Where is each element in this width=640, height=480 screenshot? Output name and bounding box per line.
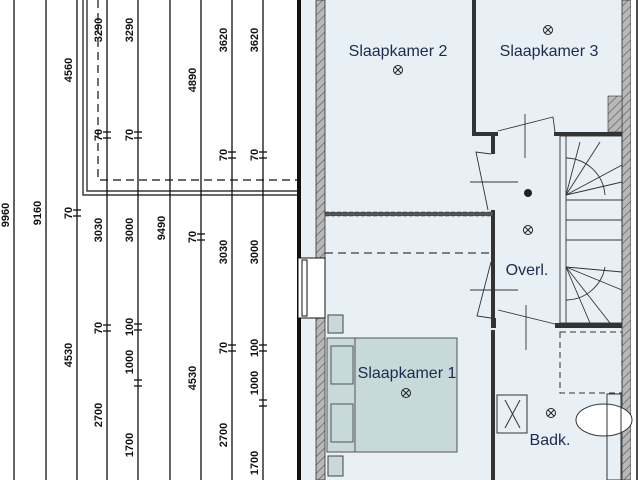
dimension-label: 70 (93, 129, 105, 141)
ceiling-light-icon (543, 25, 553, 35)
dimension-label: 4890 (187, 68, 199, 92)
bed (326, 337, 458, 453)
dimension-label: 2700 (93, 403, 105, 427)
dimension-label: 9960 (0, 203, 12, 227)
room-label-slaapkamer-3: Slaapkamer 3 (500, 43, 599, 60)
dimension-label: 70 (218, 149, 230, 161)
facade-wall (297, 0, 301, 480)
toilet (575, 403, 633, 437)
nightstand (327, 314, 344, 334)
staircase (559, 135, 623, 324)
dimension-label: 9160 (32, 201, 44, 225)
dimension-label: 70 (124, 129, 136, 141)
dimension-label: 1700 (124, 433, 136, 457)
nightstand (327, 455, 344, 477)
dimension-label: 2700 (218, 423, 230, 447)
radiator (606, 393, 622, 480)
left-wall (315, 0, 326, 480)
dimension-label: 3290 (124, 18, 136, 42)
dimension-label: 100 (249, 339, 261, 357)
dimension-label: 4530 (63, 343, 75, 367)
dimension-label: 3030 (93, 218, 105, 242)
dimension-label: 9490 (156, 216, 168, 240)
dimension-label: 3620 (218, 28, 230, 52)
ceiling-light-icon (401, 388, 411, 398)
exterior (631, 0, 640, 480)
dimension-label: 100 (124, 318, 136, 336)
dimension-label: 70 (249, 149, 261, 161)
dimension-lines (13, 0, 267, 480)
smoke-detector-icon (524, 189, 532, 197)
facade-outline (82, 0, 297, 196)
ceiling-light-icon (546, 408, 556, 418)
dimension-label: 70 (187, 231, 199, 243)
dimension-label: 3290 (93, 18, 105, 42)
dimension-label: 4560 (63, 58, 75, 82)
ceiling-lights (393, 25, 556, 418)
dimension-label: 70 (93, 322, 105, 334)
dimension-label: 70 (218, 342, 230, 354)
room-label-slaapkamer-2: Slaapkamer 2 (349, 43, 448, 60)
dimension-label: 3030 (218, 240, 230, 264)
interior-walls (324, 0, 623, 480)
dimension-label: 1000 (249, 371, 261, 395)
dimension-label: 3620 (249, 28, 261, 52)
dimension-label: 3000 (124, 218, 136, 242)
dimension-label: 1700 (249, 451, 261, 475)
ceiling-light-icon (523, 225, 533, 235)
sink (496, 394, 528, 434)
dimension-label: 70 (63, 207, 75, 219)
dimension-label: 3000 (249, 240, 261, 264)
room-label-overloop: Overl. (506, 262, 549, 279)
room-label-badkamer: Badk. (530, 432, 571, 449)
window (297, 257, 326, 319)
dimension-labels: 9960 9160 4560 70 4530 3290 70 3030 70 2700 3290 70… (0, 18, 261, 475)
door-swings (470, 114, 556, 350)
dimension-label: 4530 (187, 366, 199, 390)
dimension-label: 1000 (124, 350, 136, 374)
room-label-slaapkamer-1: Slaapkamer 1 (358, 365, 457, 382)
ceiling-light-icon (393, 65, 403, 75)
shower-area (559, 331, 623, 394)
